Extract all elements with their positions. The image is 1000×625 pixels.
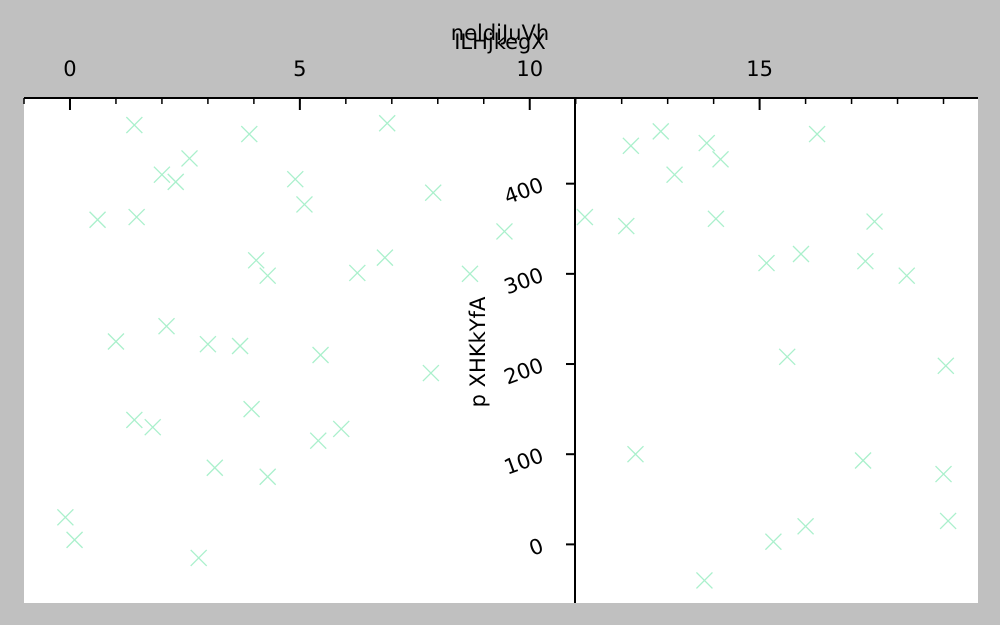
data-point <box>247 251 265 269</box>
data-point <box>937 357 955 375</box>
data-point <box>712 150 729 168</box>
data-point <box>125 411 143 429</box>
data-point <box>898 267 916 285</box>
data-point <box>695 571 713 589</box>
data-point <box>348 264 366 282</box>
data-point <box>666 166 684 184</box>
data-point <box>243 400 261 418</box>
data-point <box>627 445 644 463</box>
x-tick-label: 10 <box>516 57 543 81</box>
x-tick-label: 0 <box>63 57 76 81</box>
data-point <box>792 245 810 263</box>
data-point <box>332 420 350 438</box>
data-point <box>378 114 396 132</box>
x-tick-label: 15 <box>746 57 773 81</box>
data-point <box>707 210 725 228</box>
data-point <box>698 134 716 152</box>
data-point <box>259 468 277 486</box>
chart-title: neldiJuVh <box>451 21 549 45</box>
data-point <box>206 459 224 477</box>
data-point <box>125 116 143 134</box>
data-point <box>935 465 952 483</box>
data-point <box>190 549 208 567</box>
data-point <box>199 335 217 353</box>
data-point <box>854 452 872 469</box>
data-point <box>167 173 185 191</box>
data-point <box>158 317 175 335</box>
data-point <box>66 531 84 549</box>
data-point <box>461 265 479 283</box>
data-point <box>939 512 957 530</box>
data-point <box>495 223 513 240</box>
data-point <box>56 508 74 526</box>
data-point <box>422 364 440 382</box>
data-point <box>107 333 125 350</box>
y-axis-label: p XHKkYfA <box>466 296 490 407</box>
chart-subtitle: ILHjkegX <box>454 30 546 54</box>
data-point <box>764 533 782 551</box>
data-point <box>312 346 330 364</box>
data-point <box>797 517 815 535</box>
data-point <box>617 217 635 235</box>
data-point <box>576 208 594 226</box>
data-point <box>652 122 670 140</box>
data-point <box>259 267 277 285</box>
data-point <box>866 213 884 231</box>
x-tick-label: 5 <box>293 57 306 81</box>
data-point <box>856 252 874 270</box>
data-point <box>286 170 304 188</box>
data-point <box>758 254 775 272</box>
data-points <box>56 114 957 589</box>
data-point <box>622 137 640 155</box>
data-point <box>295 195 313 213</box>
data-point <box>181 149 198 167</box>
data-point <box>231 337 249 355</box>
data-point <box>153 166 171 184</box>
x-axis: 0 5 10 15 <box>23 57 978 110</box>
data-point <box>309 432 327 450</box>
data-point <box>808 125 826 143</box>
data-point <box>128 208 146 226</box>
data-point <box>376 249 394 267</box>
data-point <box>424 184 442 202</box>
plot-area <box>24 98 978 603</box>
data-point <box>240 125 258 143</box>
data-point <box>778 348 796 366</box>
data-point <box>89 211 107 229</box>
data-point <box>144 418 162 436</box>
